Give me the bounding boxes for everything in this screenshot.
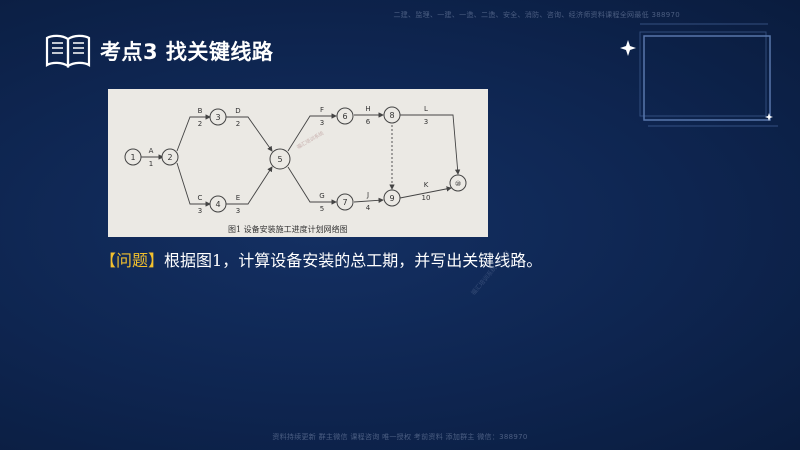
decorative-frame — [620, 23, 778, 127]
arrow-K — [399, 186, 452, 199]
svg-text:3: 3 — [215, 113, 220, 122]
network-diagram: 1 2 3 4 5 6 7 8 9 ⑩ A 1 B 2 C 3 D 2 E 3 … — [124, 105, 467, 234]
activity-name: E — [236, 194, 240, 202]
figure-caption: 图1 设备安装施工进度计划网络图 — [228, 224, 348, 234]
activity-name: K — [424, 181, 429, 189]
arrow-D — [226, 116, 273, 152]
arrow-B — [176, 114, 211, 152]
node-1: 1 — [124, 148, 142, 166]
activity-duration: 2 — [198, 120, 202, 128]
activity-name: A — [149, 147, 154, 155]
node-2: 2 — [161, 148, 179, 166]
activity-duration: 3 — [198, 207, 202, 215]
top-watermark: 二建、监理、一建、一造、二造、安全、消防、咨询、经济师资料课程全网最低 3889… — [393, 11, 680, 19]
question-block: 【问题】根据图1，计算设备安装的总工期，并写出关键线路。 — [56, 246, 556, 276]
activity-duration: 2 — [236, 120, 240, 128]
arrow-J — [353, 197, 384, 204]
question-text: 根据图1，计算设备安装的总工期，并写出关键线路。 — [164, 251, 543, 270]
svg-text:4: 4 — [215, 200, 220, 209]
activity-name: C — [198, 194, 203, 202]
svg-text:8: 8 — [389, 111, 394, 120]
arrow-C — [176, 162, 211, 207]
svg-text:5: 5 — [277, 155, 282, 164]
activity-duration: 10 — [422, 194, 431, 202]
node-10: ⑩ — [449, 174, 467, 192]
activity-duration: 3 — [320, 119, 324, 127]
sparkle-icon — [765, 113, 773, 121]
svg-text:9: 9 — [389, 194, 394, 203]
arrow-E — [226, 166, 273, 205]
network-diagram-figure: 1 2 3 4 5 6 7 8 9 ⑩ A 1 B 2 C 3 D 2 E 3 … — [108, 89, 488, 237]
activity-name: J — [366, 191, 369, 199]
node-6: 6 — [336, 107, 354, 125]
book-icon — [45, 34, 91, 69]
arrow-F — [287, 113, 337, 152]
sparkle-icon — [620, 40, 636, 56]
node-9: 9 — [383, 189, 401, 207]
arrow-L — [400, 114, 461, 175]
activity-duration: 3 — [424, 118, 428, 126]
page-title: 考点3 找关键线路 — [100, 40, 274, 64]
node-5: 5 — [269, 148, 291, 170]
svg-text:⑩: ⑩ — [455, 180, 461, 188]
svg-text:2: 2 — [167, 153, 172, 162]
activity-duration: 5 — [320, 205, 324, 213]
arrow-G — [287, 166, 337, 205]
activity-name: L — [424, 105, 428, 113]
activity-name: F — [320, 106, 324, 114]
activity-duration: 6 — [366, 118, 371, 126]
svg-text:6: 6 — [342, 112, 347, 121]
activity-name: D — [235, 107, 240, 115]
question-tag: 【问题】 — [100, 251, 165, 270]
activity-duration: 4 — [366, 204, 371, 212]
node-3: 3 — [209, 108, 227, 126]
node-8: 8 — [383, 106, 401, 124]
svg-text:7: 7 — [342, 198, 347, 207]
node-4: 4 — [209, 195, 227, 213]
activity-name: B — [198, 107, 203, 115]
activity-name: G — [319, 192, 324, 200]
svg-text:1: 1 — [130, 153, 135, 162]
activity-name: H — [365, 105, 370, 113]
activity-duration: 1 — [149, 160, 153, 168]
bottom-watermark: 资料持续更新 群主微信 课程咨询 唯一授权 考前资料 添加群主 微信：38897… — [272, 433, 528, 441]
activity-duration: 3 — [236, 207, 240, 215]
node-7: 7 — [336, 193, 354, 211]
